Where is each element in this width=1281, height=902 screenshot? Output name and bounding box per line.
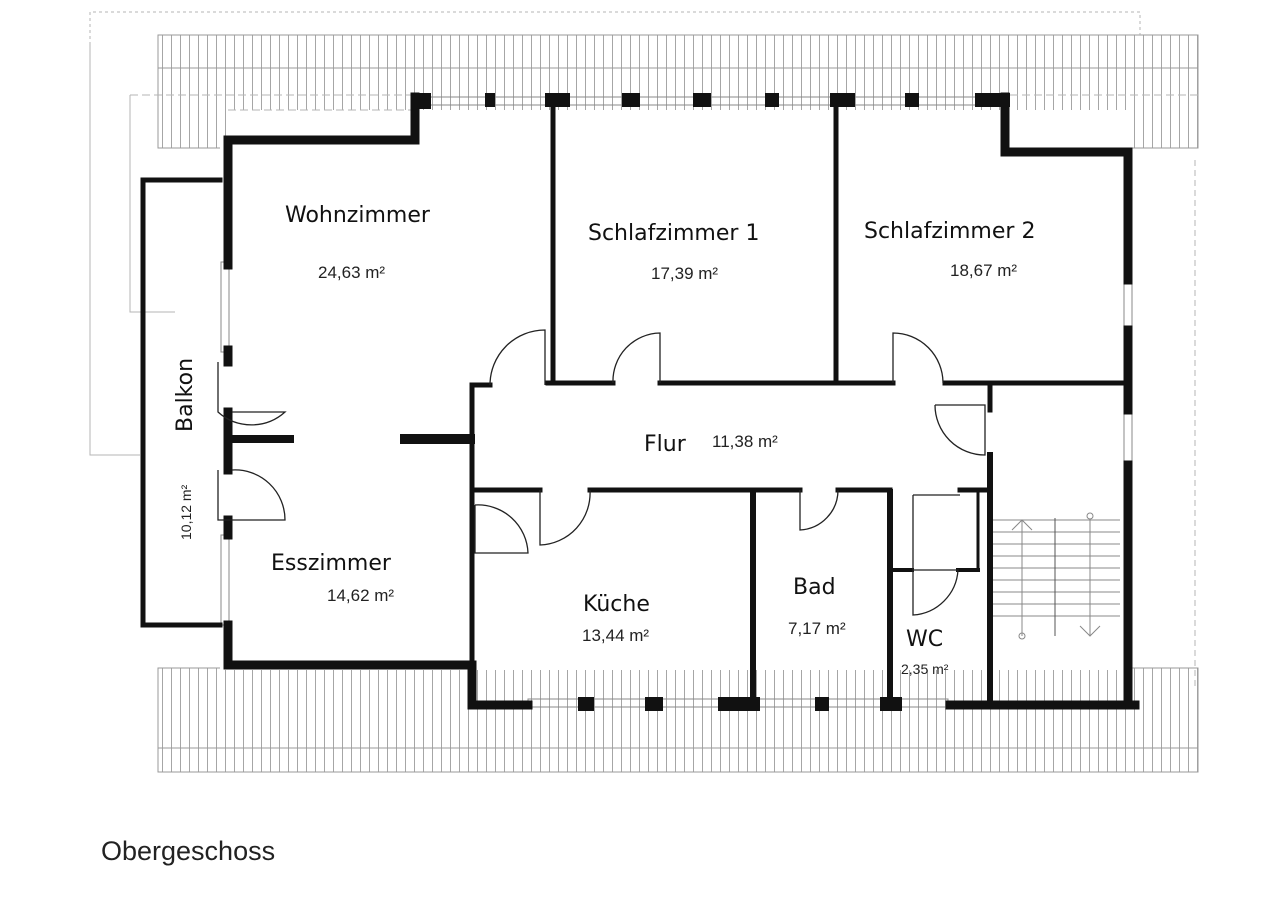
room-name-flur: Flur <box>644 432 687 457</box>
room-name-wohnzimmer: Wohnzimmer <box>285 203 431 228</box>
room-name-schlafzimmer1: Schlafzimmer 1 <box>588 221 759 246</box>
room-name-wc: WC <box>906 627 943 652</box>
room-name-bad: Bad <box>793 575 836 600</box>
room-area-balkon: 10,12 m² <box>178 484 194 540</box>
dashed-outline <box>89 11 1198 690</box>
room-area-schlafzimmer1: 17,39 m² <box>651 264 718 283</box>
door-swings <box>217 329 986 616</box>
room-area-esszimmer: 14,62 m² <box>327 586 394 605</box>
room-labels: Wohnzimmer 24,63 m² Schlafzimmer 1 17,39… <box>173 203 1035 677</box>
floor-caption: Obergeschoss <box>101 836 276 866</box>
room-area-wc: 2,35 m² <box>901 661 949 677</box>
room-area-bad: 7,17 m² <box>788 619 846 638</box>
room-area-kueche: 13,44 m² <box>582 626 649 645</box>
room-name-kueche: Küche <box>583 592 650 617</box>
room-name-balkon: Balkon <box>173 358 198 432</box>
room-name-schlafzimmer2: Schlafzimmer 2 <box>864 219 1035 244</box>
walls <box>140 92 1140 711</box>
room-area-schlafzimmer2: 18,67 m² <box>950 261 1017 280</box>
roof-hatching <box>157 34 1199 773</box>
room-area-flur: 11,38 m² <box>712 432 778 451</box>
room-area-wohnzimmer: 24,63 m² <box>318 263 385 282</box>
staircase <box>993 512 1120 640</box>
room-name-esszimmer: Esszimmer <box>271 551 392 576</box>
